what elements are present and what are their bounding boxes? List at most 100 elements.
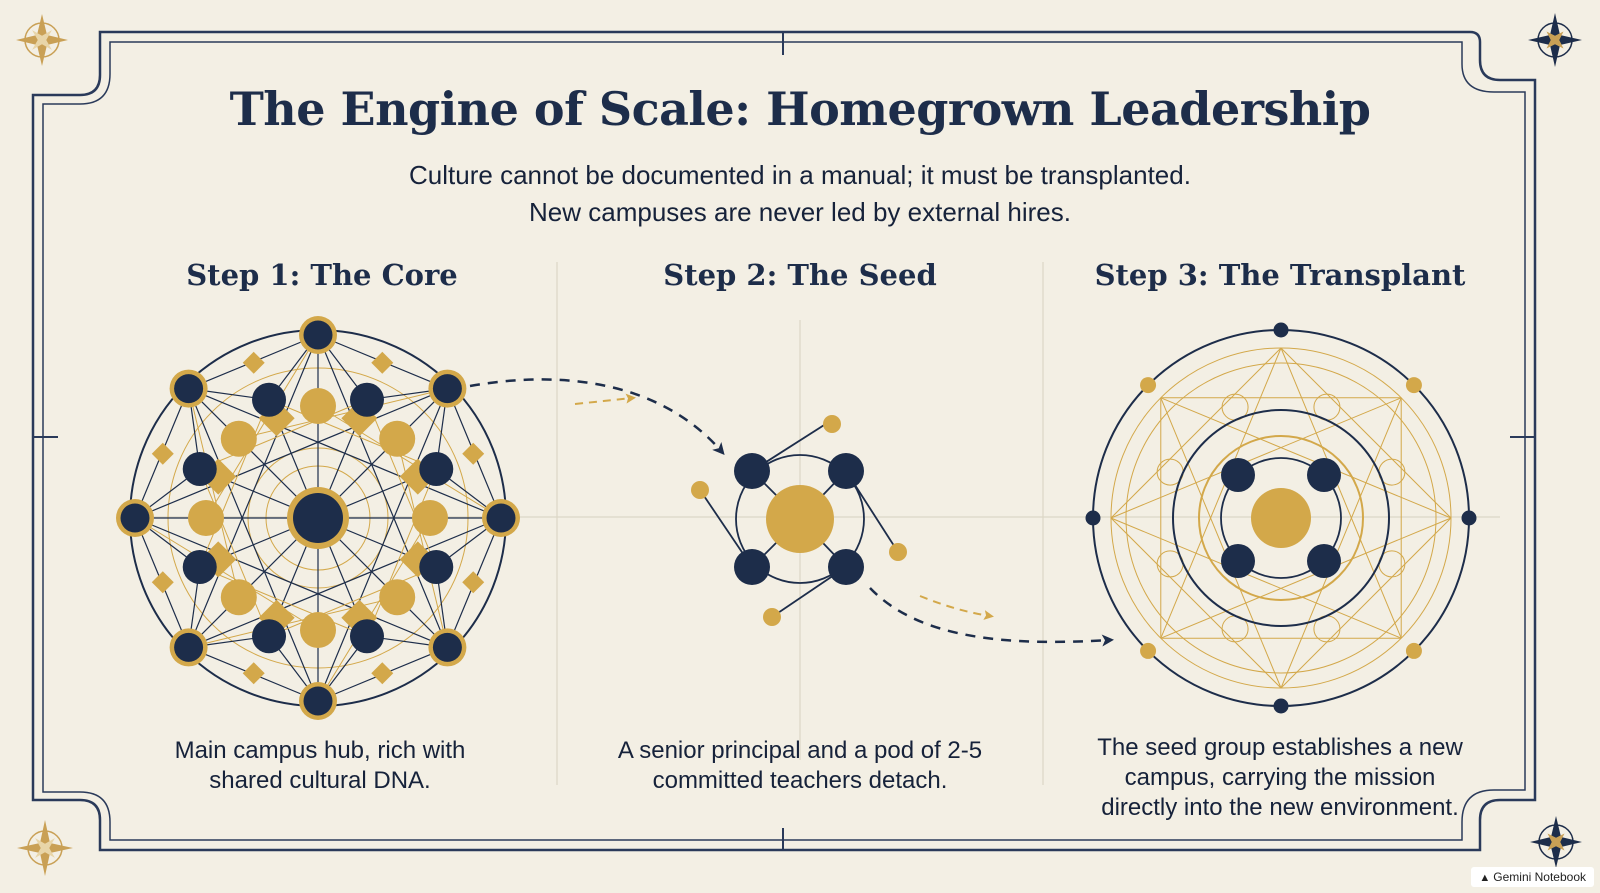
core-gold-node (412, 500, 448, 536)
arrow-seed-to-transplant (869, 587, 1114, 647)
caption-line: directly into the new environment. (1101, 794, 1459, 821)
core-gold-node (379, 579, 416, 616)
core-link (199, 399, 270, 568)
transplant-gold-ring (1125, 362, 1437, 674)
step-3-caption: The seed group establishes a new campus,… (1070, 733, 1490, 823)
step-1-heading: Step 1: The Core (186, 258, 458, 292)
core-hub-node (293, 493, 343, 543)
transplant-teacher-node (1307, 458, 1341, 492)
transplant-pod-orbit (1220, 457, 1342, 579)
core-diamond-node (151, 571, 174, 594)
compass-star-icon (1530, 816, 1582, 868)
seed-teacher-node (828, 453, 864, 489)
transplant-pattern-line (1110, 347, 1282, 519)
core-link (268, 399, 437, 470)
badge-label: Gemini Notebook (1493, 870, 1586, 884)
core-diamond-node (371, 662, 394, 685)
seed-satellite-node (889, 543, 907, 561)
seed-pod-diagram (691, 415, 907, 626)
notebook-icon: ▲ (1479, 872, 1491, 884)
core-outer-node (432, 632, 462, 662)
compass-star-icon (16, 14, 68, 66)
seed-satellite-node (763, 608, 781, 626)
core-diamond-node (462, 571, 485, 594)
core-diamond-node (151, 442, 174, 465)
step-3-heading: Step 3: The Transplant (1094, 258, 1466, 292)
seed-satellite-node (691, 481, 709, 499)
compass-star-icon (17, 820, 73, 876)
transplant-pattern-line (1280, 347, 1402, 639)
seed-orbit (735, 454, 865, 584)
caption-line: campus, carrying the mission (1124, 764, 1436, 791)
core-network-diagram (116, 316, 520, 720)
core-gold-node (300, 388, 336, 424)
core-link (366, 399, 437, 568)
transplant-pattern-line (1110, 517, 1402, 639)
transplant-pattern-line (1280, 397, 1402, 689)
caption-line: Main campus hub, rich with (174, 737, 466, 764)
core-navy-node (252, 382, 287, 417)
seed-teacher-node (734, 453, 770, 489)
core-diamond-node (242, 351, 265, 374)
transplant-teacher-node (1221, 544, 1255, 578)
step-1-caption: Main campus hub, rich with shared cultur… (110, 736, 530, 796)
transplant-teacher-node (1221, 458, 1255, 492)
transplant-navy-node (1461, 510, 1477, 526)
core-navy-node (182, 452, 217, 487)
core-outer-node (303, 320, 333, 350)
core-gold-node (220, 420, 257, 457)
core-diamond-node (242, 662, 265, 685)
transplant-pattern-line (1160, 517, 1452, 639)
core-navy-node (349, 619, 384, 654)
core-link (199, 399, 368, 470)
transplant-navy-node (1273, 322, 1289, 338)
core-navy-node (182, 549, 217, 584)
seed-teacher-node (734, 549, 770, 585)
core-outer-node (486, 503, 516, 533)
core-gold-node (188, 500, 224, 536)
core-diamond-node (462, 442, 485, 465)
transplant-pattern-line (1280, 347, 1452, 519)
arrow-accent-gold (919, 595, 994, 620)
transplant-gold-ring (1198, 435, 1364, 601)
core-navy-node (419, 452, 454, 487)
transplant-pattern-line (1110, 517, 1282, 689)
transplant-campus-diagram (1085, 322, 1477, 714)
transplant-navy-node (1085, 510, 1101, 526)
transplant-gold-node (1140, 377, 1157, 394)
core-link (268, 566, 437, 637)
core-link (199, 566, 368, 637)
core-outer-node (120, 503, 150, 533)
step-2-heading: Step 2: The Seed (663, 258, 937, 292)
caption-line: shared cultural DNA. (209, 767, 431, 794)
decorative-frame (31, 30, 1537, 852)
core-gold-node (379, 420, 416, 457)
transplant-pattern-line (1160, 397, 1452, 519)
seed-satellite-node (823, 415, 841, 433)
caption-line: The seed group establishes a new (1097, 734, 1463, 761)
page-title: The Engine of Scale: Homegrown Leadershi… (229, 82, 1371, 136)
seed-principal-node (766, 485, 834, 553)
core-diamond-node (371, 351, 394, 374)
caption-line: A senior principal and a pod of 2-5 (617, 737, 983, 764)
core-gold-node (220, 579, 257, 616)
transplant-pattern-line (1110, 397, 1402, 519)
core-outer-node (174, 632, 204, 662)
arrow-accent-gold (574, 393, 636, 405)
compass-star-icon (1528, 13, 1582, 67)
frame-outer (31, 30, 1537, 852)
transplant-navy-node (1273, 698, 1289, 714)
transplant-pattern-line (1160, 397, 1282, 689)
subtitle-line-1: Culture cannot be documented in a manual… (409, 160, 1191, 190)
transplant-gold-node (1140, 642, 1157, 659)
step-2-caption: A senior principal and a pod of 2-5 comm… (590, 736, 1010, 796)
transplant-geometric-pattern (1110, 347, 1452, 689)
core-gold-node (300, 612, 336, 648)
transplant-campus-ring (1172, 409, 1390, 627)
subtitle-line-2: New campuses are never led by external h… (529, 197, 1071, 227)
core-link (366, 468, 437, 637)
transplant-pattern-line (1160, 347, 1282, 639)
arrow-icon (469, 378, 1114, 647)
core-link (199, 468, 270, 637)
